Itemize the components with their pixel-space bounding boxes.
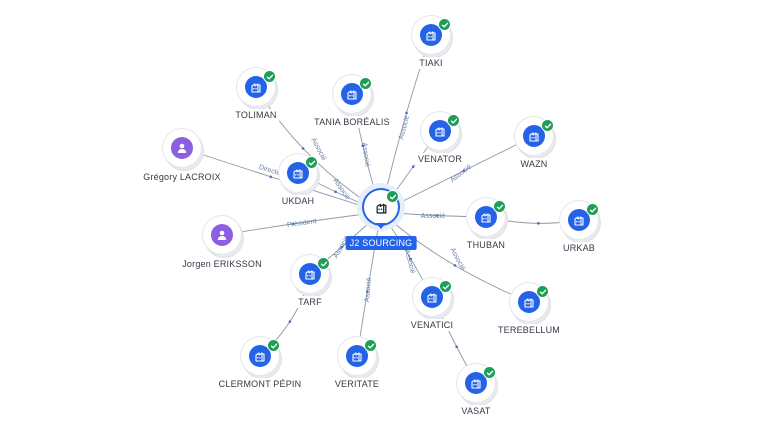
verified-check-icon xyxy=(263,70,276,83)
node-label: TARF xyxy=(294,296,326,308)
verified-check-icon xyxy=(364,339,377,352)
edge-marker xyxy=(409,257,413,261)
node-label: VASAT xyxy=(457,405,495,417)
verified-check-icon xyxy=(386,190,399,203)
node-label: THUBAN xyxy=(462,239,510,251)
person-icon xyxy=(171,137,193,159)
company-icon xyxy=(341,83,363,105)
company-icon xyxy=(568,209,590,231)
company-icon xyxy=(421,286,443,308)
node-label: TOLIMAN xyxy=(231,109,281,121)
company-icon xyxy=(465,372,487,394)
edge-marker xyxy=(334,190,337,194)
center-label: J2 SOURCING xyxy=(345,236,417,250)
node-label: VENATOR xyxy=(413,153,467,165)
verified-check-icon xyxy=(359,77,372,90)
edge-marker xyxy=(435,214,439,217)
node-disc[interactable] xyxy=(163,129,201,167)
edge-label: Associé xyxy=(364,277,373,302)
node-label: VERITATE xyxy=(330,378,384,390)
node-label: URKAB xyxy=(558,242,600,254)
node-disc[interactable] xyxy=(421,112,459,150)
edge-marker xyxy=(269,175,273,179)
verified-check-icon xyxy=(493,200,506,213)
edge-marker xyxy=(288,320,292,323)
node-label: TANIA BORÉALIS xyxy=(310,116,394,128)
verified-check-icon xyxy=(447,114,460,127)
edge-center-toliman xyxy=(255,86,382,213)
edge-marker xyxy=(455,345,458,349)
node-label: Grégory LACROIX xyxy=(139,171,225,183)
edge-marker xyxy=(537,222,540,225)
company-icon xyxy=(518,291,540,313)
company-icon xyxy=(420,24,442,46)
edge-label: Associé xyxy=(403,249,416,275)
edge-label: Associé xyxy=(360,142,370,167)
edge-marker xyxy=(301,147,305,150)
edge-center-wazn xyxy=(380,135,535,213)
edge-marker xyxy=(462,169,466,172)
edge-marker xyxy=(291,222,295,226)
verified-check-icon xyxy=(439,280,452,293)
node-disc[interactable] xyxy=(560,201,598,239)
node-label: VENATICI xyxy=(406,319,458,331)
edge-marker xyxy=(366,290,369,293)
verified-check-icon xyxy=(317,257,330,270)
person-icon xyxy=(211,224,233,246)
pin-pointer-icon xyxy=(376,223,386,229)
edge-marker xyxy=(405,111,408,115)
company-icon xyxy=(249,345,271,367)
edge-marker xyxy=(340,245,344,249)
edge-label: Associé xyxy=(449,163,473,184)
edge-label: Associé xyxy=(421,213,446,220)
node-label: WAZN xyxy=(516,158,552,170)
company-icon xyxy=(299,263,321,285)
node-disc[interactable] xyxy=(203,216,241,254)
node-label: UKDAH xyxy=(277,195,319,207)
edge-label: Associé xyxy=(398,115,411,141)
verified-check-icon xyxy=(586,203,599,216)
verified-check-icon xyxy=(483,366,496,379)
node-label: Jorgen ERIKSSON xyxy=(178,258,266,270)
company-icon xyxy=(245,76,267,98)
node-disc[interactable] xyxy=(279,154,317,192)
company-icon xyxy=(523,125,545,147)
verified-check-icon xyxy=(536,285,549,298)
verified-check-icon xyxy=(438,18,451,31)
verified-check-icon xyxy=(541,119,554,132)
company-icon xyxy=(475,206,497,228)
node-label: TIAKI xyxy=(415,57,447,69)
edge-marker xyxy=(361,144,365,147)
edge-label: Président xyxy=(287,218,317,229)
company-icon xyxy=(429,120,451,142)
edge-marker xyxy=(453,264,457,267)
verified-check-icon xyxy=(305,156,318,169)
company-icon xyxy=(346,345,368,367)
node-label: CLERMONT PÉPIN xyxy=(214,378,306,390)
node-label: TEREBELLUM xyxy=(493,324,565,336)
edge-center-terebellum xyxy=(380,211,530,303)
verified-check-icon xyxy=(267,339,280,352)
company-icon xyxy=(287,162,309,184)
edge-marker xyxy=(411,165,415,169)
